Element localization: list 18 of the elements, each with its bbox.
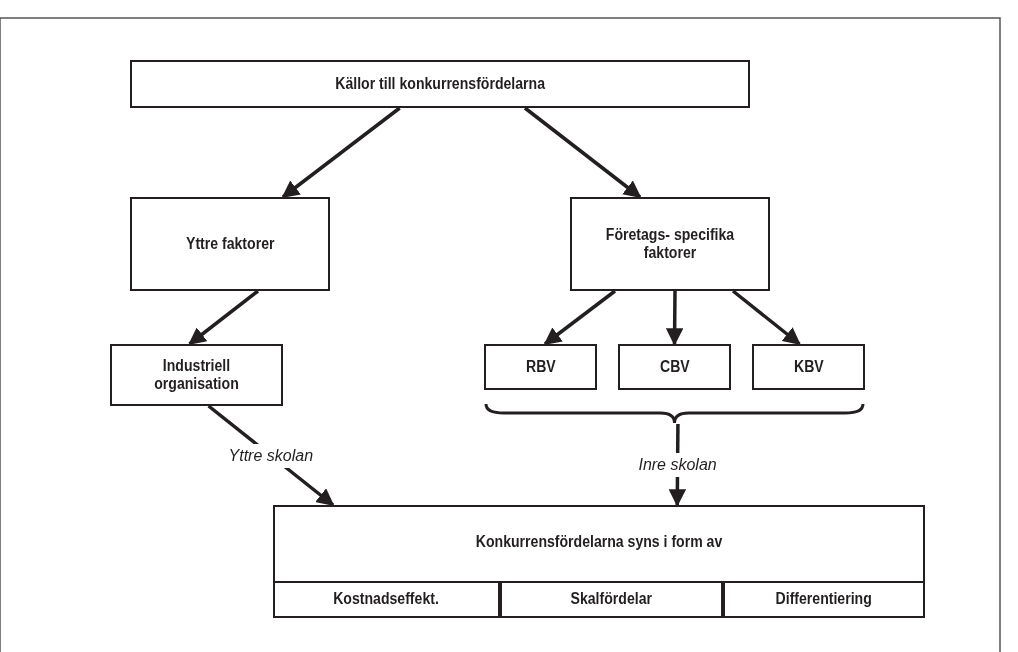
arrow (731, 289, 801, 346)
arrow (281, 106, 401, 199)
text-box: Kostnadseffekt. (273, 581, 500, 618)
text-box: Skalfördelar (500, 581, 723, 618)
arrow (523, 106, 642, 199)
text-box: Differentiering (723, 581, 925, 618)
arrow (188, 289, 260, 346)
text-box: CBV (618, 344, 731, 390)
text-box: Industriell organisation (110, 344, 283, 406)
text-box: Konkurrensfördelarna syns i form av Kostnadseffekt. Skalfördelar Differentiering (273, 505, 925, 618)
arrow (665, 291, 684, 346)
curly-brace (484, 402, 865, 424)
text-box: RBV (484, 344, 597, 390)
text-box: KBV (752, 344, 865, 390)
text-box: Företags- specifika faktorer (570, 197, 770, 291)
text-box: Yttre faktorer (130, 197, 330, 291)
arrow (543, 289, 617, 346)
text-box: Källor till konkurrensfördelarna (130, 60, 750, 108)
